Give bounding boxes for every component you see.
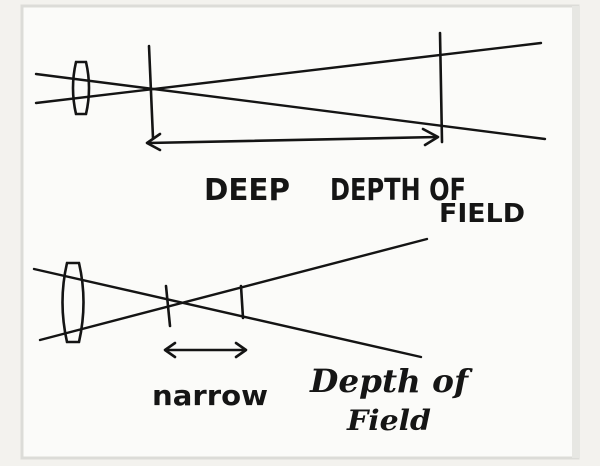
- narrow-dof-diagram: narrow Depth of Field: [32, 237, 473, 437]
- deep-label: DEEP: [204, 173, 290, 208]
- deep-near-limit: [147, 44, 155, 140]
- deep-far-limit: [438, 31, 444, 144]
- narrow-ray-upper: [32, 267, 423, 359]
- deep-caption-line2: FIELD: [439, 199, 525, 229]
- deep-ray-upper: [34, 72, 547, 141]
- narrow-caption-line2: Field: [346, 404, 431, 437]
- deep-dof-diagram: DEEP DEPTH OF FIELD: [34, 31, 547, 229]
- narrow-ray-lower: [38, 237, 429, 342]
- narrow-near-limit: [164, 284, 172, 328]
- narrow-lens-icon: [61, 261, 85, 344]
- deep-caption-line1: DEPTH OF: [330, 173, 466, 208]
- narrow-far-limit: [239, 284, 245, 320]
- whiteboard-surface: [20, 4, 580, 460]
- deep-dof-arrow: [145, 127, 440, 152]
- whiteboard-right-edge: [572, 6, 580, 458]
- narrow-dof-arrow: [163, 341, 248, 359]
- deep-lens-icon: [71, 60, 91, 116]
- narrow-caption-line1: Depth of: [309, 362, 473, 400]
- deep-ray-lower: [34, 41, 543, 105]
- narrow-label: narrow: [152, 379, 268, 412]
